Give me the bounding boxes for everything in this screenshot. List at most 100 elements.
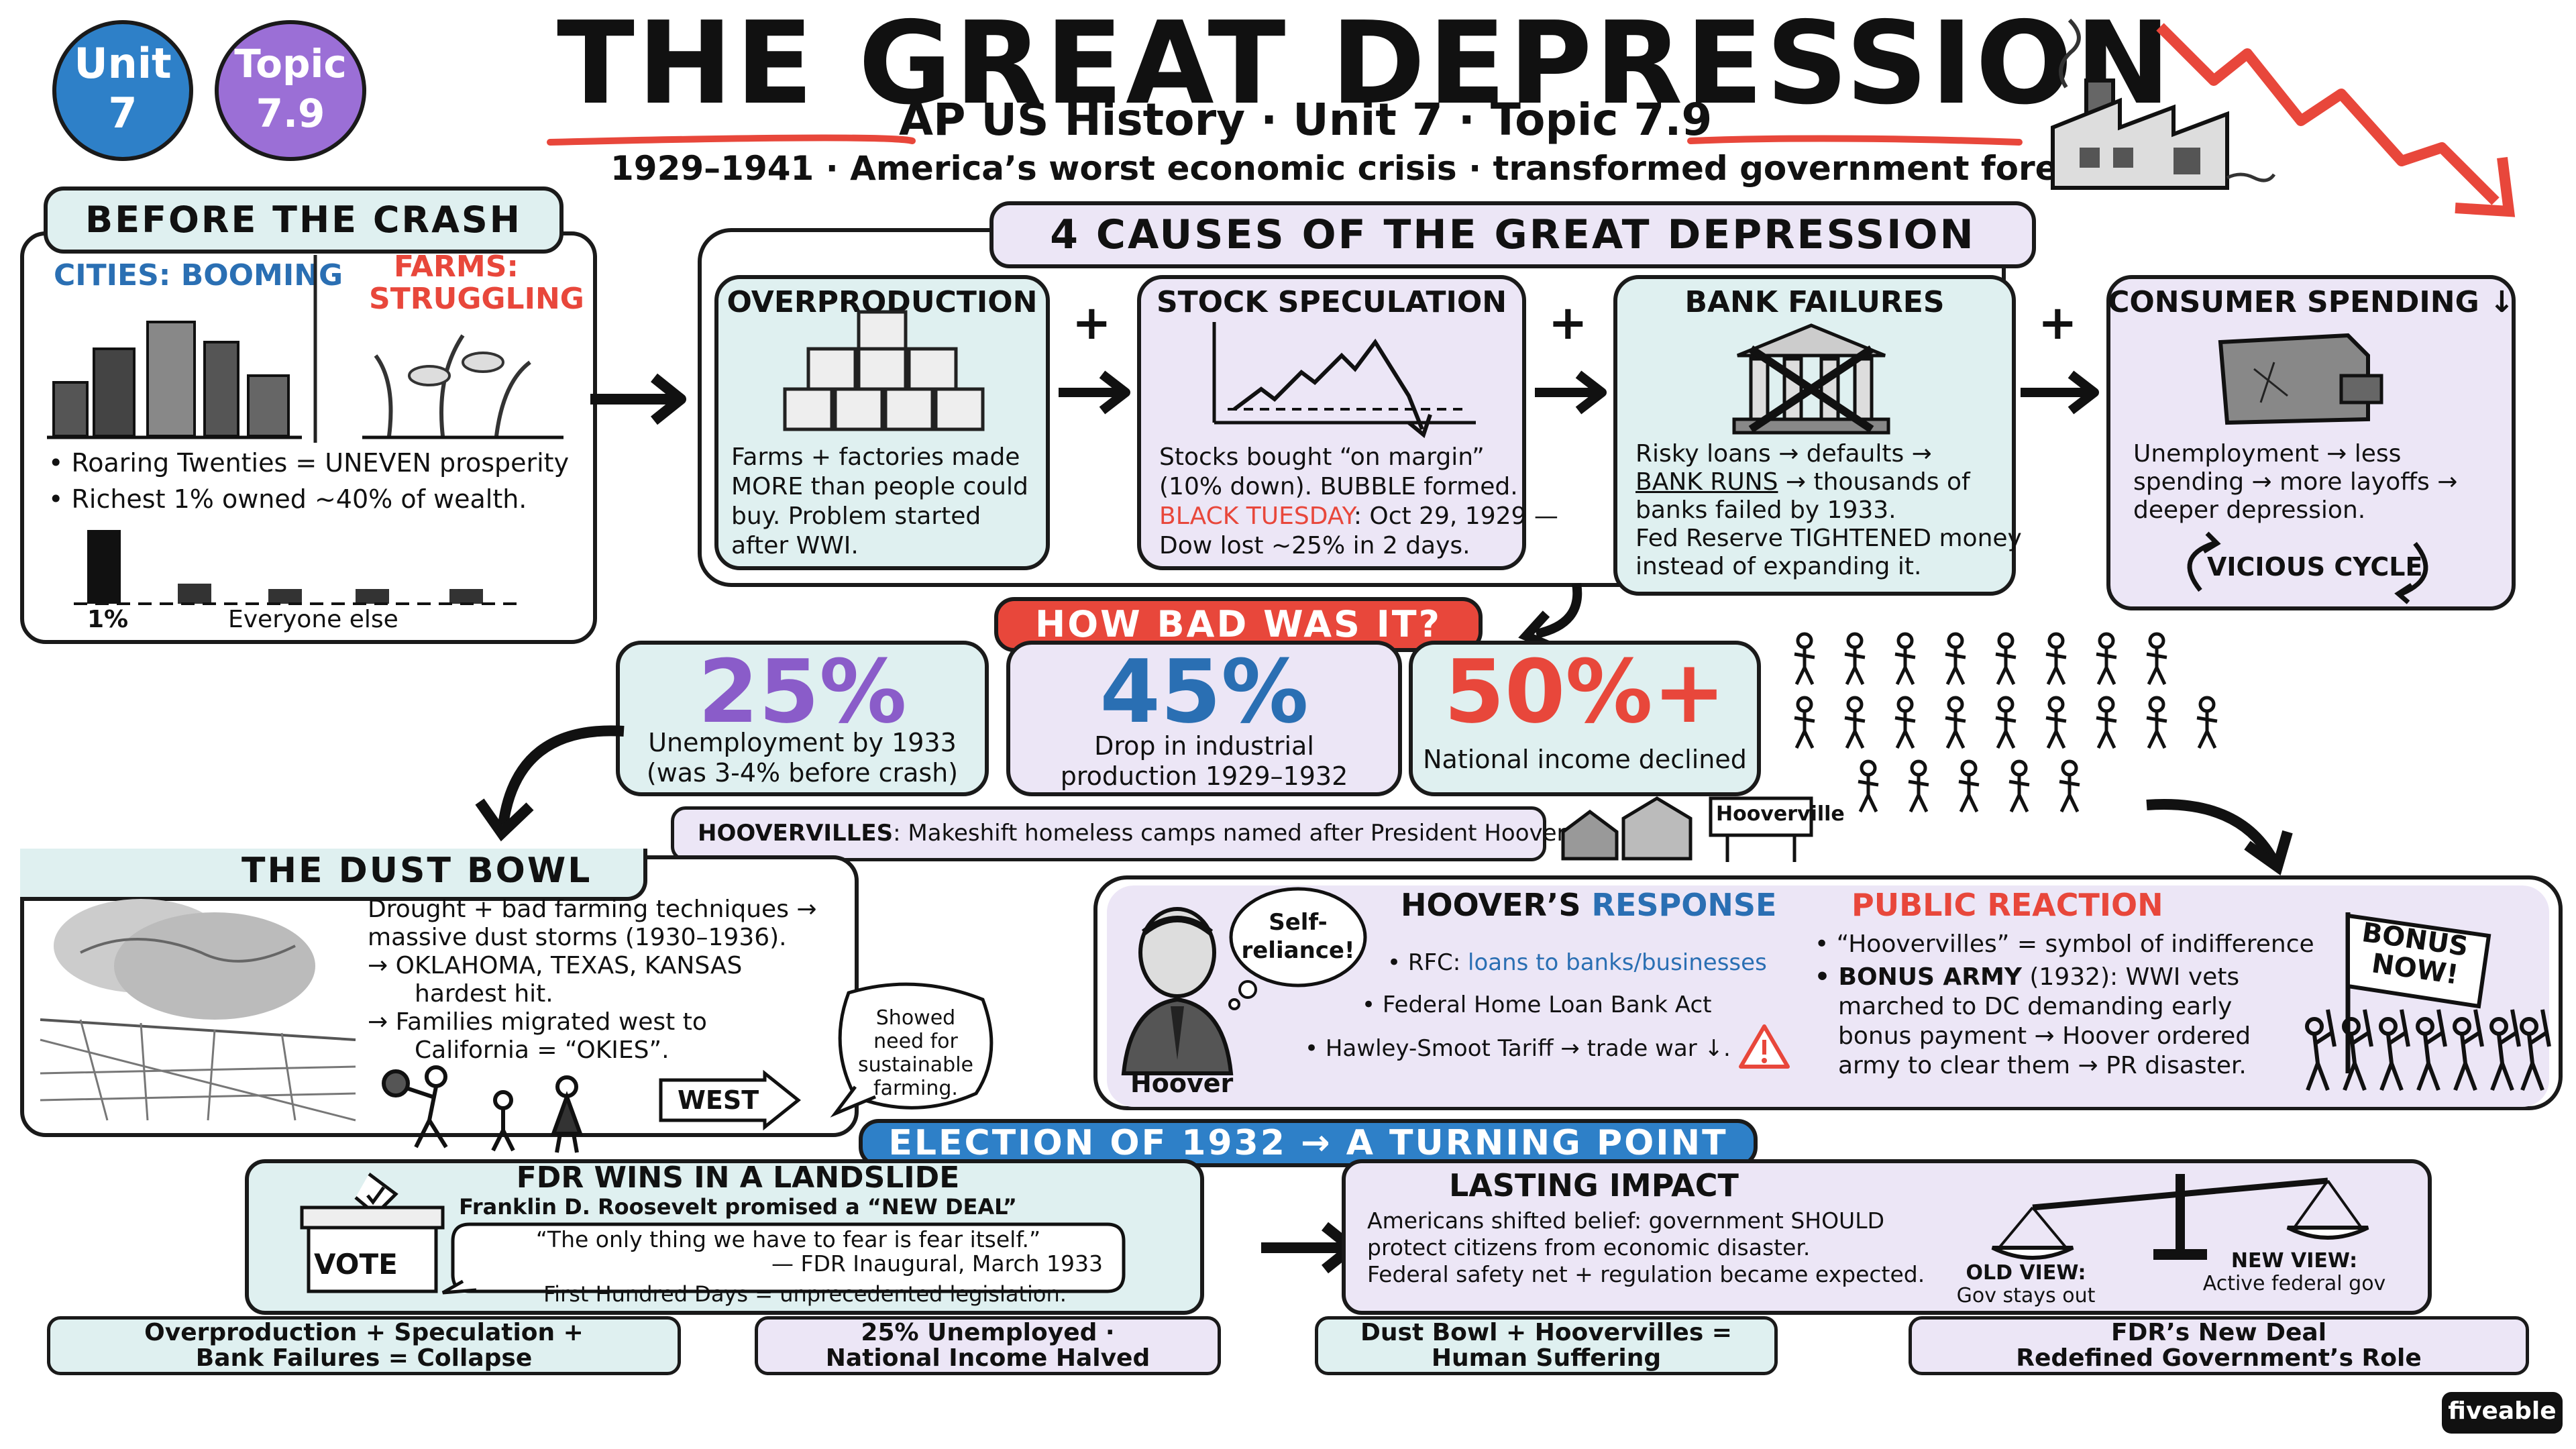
reaction-line-3: marched to DC demanding early [1838, 993, 2233, 1020]
public-reaction-header: PUBLIC REACTION [1851, 887, 2163, 923]
unit-badge: Unit 7 [52, 20, 193, 161]
tagline: 1929–1941 · America’s worst economic cri… [610, 149, 2127, 188]
crowd-icon [1791, 632, 2220, 818]
fiveable-logo-label: fiveable [2448, 1397, 2557, 1425]
black-tuesday-date: : Oct 29, 1929 — [1353, 502, 1558, 530]
hoover-response-word-1: HOOVER’S [1401, 887, 1581, 923]
fiveable-logo: fiveable [2442, 1392, 2563, 1434]
hundred-days-line: First Hundred Days = unprecedented legis… [543, 1281, 1067, 1307]
shacks-icon [1561, 796, 1813, 862]
dust-bubble-line-3: sustainable [858, 1053, 973, 1077]
dead-crops-icon [362, 334, 564, 439]
hoover-response-header: HOOVER’S RESPONSE [1401, 887, 1776, 923]
reaction-line-1: • “Hoovervilles” = symbol of indifferenc… [1815, 930, 2314, 958]
causes-header: 4 CAUSES OF THE GREAT DEPRESSION [989, 201, 2036, 268]
old-view-value: Gov stays out [1956, 1284, 2096, 1307]
consumer-line-2: spending → more layoffs → [2133, 468, 2458, 496]
overproduction-line-4: after WWI. [731, 532, 859, 559]
hoovervilles-strip [671, 806, 1546, 861]
dust-line-4: hardest hit. [415, 980, 553, 1008]
speculation-title: STOCK SPECULATION [1156, 285, 1507, 319]
bonus-army-term: • BONUS ARMY [1815, 963, 2022, 991]
title-underline [547, 134, 2023, 146]
topic-badge: Topic 7.9 [215, 20, 366, 161]
consumer-title: CONSUMER SPENDING ↓ [2108, 285, 2514, 319]
migrating-family-icon [382, 1065, 584, 1153]
summary-3-line-1: Dust Bowl + Hoovervilles = [1360, 1319, 1732, 1346]
arrow-before-to-causes [590, 373, 686, 425]
impact-text: Americans shifted belief: government SHO… [1367, 1208, 1925, 1288]
stat-unemployment [616, 641, 989, 796]
balance-scale-icon [1991, 1174, 2369, 1260]
impact-line-3: Federal safety net + regulation became e… [1367, 1261, 1925, 1287]
quote-bubble [441, 1222, 1126, 1295]
banks-line-5: instead of expanding it. [1635, 553, 1922, 580]
banks-line-4: Fed Reserve TIGHTENED money [1635, 525, 2022, 552]
plus-sign-3: + [2038, 295, 2078, 350]
dust-bubble-text: Showed need for sustainable farming. [849, 1006, 983, 1100]
thought-line-1: Self- [1269, 909, 1328, 936]
hoover-bullet-3: • Hawley-Smoot Tariff → trade war ↓. [1305, 1035, 1731, 1062]
marching-veterans-icon [2305, 1006, 2556, 1100]
bonus-flag-icon [2345, 912, 2491, 1073]
cycle-arrows-icon [2187, 531, 2428, 604]
hoover-bullet-2: • Federal Home Loan Bank Act [1362, 991, 1712, 1018]
overproduction-line-3: buy. Problem started [731, 502, 981, 530]
stat-national-income [1409, 641, 1761, 796]
stat2-value: 45% [1099, 641, 1309, 743]
banks-title: BANK FAILURES [1684, 285, 1945, 319]
hoover-bullet-1-b: loans to banks/businesses [1468, 949, 1767, 976]
cause-consumer-spending [2106, 275, 2516, 610]
speculation-line-4: Dow lost ~25% in 2 days. [1159, 532, 1470, 559]
city-skyline-icon [47, 321, 302, 439]
stock-crash-chart-icon [1212, 322, 1476, 439]
reaction-line-4: bonus payment → Hoover ordered [1838, 1022, 2251, 1050]
hoover-portrait-label: Hoover [1130, 1069, 1234, 1098]
summary-2-line-2: National Income Halved [825, 1344, 1150, 1372]
stat1-line-1: Unemployment by 1933 [648, 728, 957, 757]
plus-sign-2: + [1548, 295, 1588, 350]
summary-pill-2 [755, 1316, 1221, 1375]
overproduction-text: Farms + factories made MORE than people … [731, 443, 1028, 561]
consumer-text: Unemployment → less spending → more layo… [2133, 440, 2457, 525]
reaction-line-2: • BONUS ARMY (1932): WWI vets [1815, 963, 2239, 991]
black-tuesday-term: BLACK TUESDAY [1159, 502, 1354, 530]
hoover-bullet-1: • RFC: loans to banks/businesses [1387, 949, 1767, 976]
wealth-bar-chart [74, 530, 517, 605]
summary-pill-3 [1315, 1316, 1778, 1375]
banks-line-3: banks failed by 1933. [1635, 496, 1896, 524]
arrow-cause-1 [1059, 370, 1130, 415]
old-view-label: OLD VIEW: [1966, 1261, 2086, 1285]
speculation-line-2: (10% down). BUBBLE formed. [1159, 473, 1518, 500]
arrow-cause-2 [1535, 370, 1607, 415]
arrow-cause-3 [2021, 370, 2099, 415]
west-sign-arrow [659, 1069, 802, 1131]
hoover-response-word-2: RESPONSE [1591, 887, 1777, 923]
thought-bubble-hoover [1228, 887, 1367, 1010]
ballot-box-icon [300, 1173, 445, 1293]
plus-sign-1: + [1072, 295, 1112, 350]
dust-bowl-text: Drought + bad farming techniques → massi… [368, 896, 817, 1065]
stat2-line-2: production 1929–1932 [1060, 761, 1348, 791]
arrow-howbad-to-dustbowl [475, 725, 625, 842]
bar-label-1pct: 1% [87, 606, 129, 633]
dust-storm-icon [40, 899, 356, 1122]
dust-line-1: Drought + bad farming techniques → [368, 896, 817, 923]
before-bullet-2: • Richest 1% owned ~40% of wealth. [48, 484, 527, 514]
hooverville-sign: Hooverville [1716, 802, 1845, 826]
before-crash-header-label: BEFORE THE CRASH [85, 199, 522, 241]
fdr-quote: “The only thing we have to fear is fear … [535, 1226, 1041, 1252]
cities-label: CITIES: BOOMING [54, 258, 343, 292]
dust-bubble-line-4: farming. [873, 1077, 958, 1100]
dust-bubble-line-1: Showed [875, 1006, 956, 1030]
bank-runs-rest: → thousands of [1778, 468, 1970, 496]
before-bullet-1: • Roaring Twenties = UNEVEN prosperity [48, 448, 570, 478]
west-sign-label: WEST [678, 1085, 759, 1115]
hoovervilles-definition: : Makeshift homeless camps named after P… [893, 820, 1572, 847]
stat1-line-2: (was 3-4% before crash) [646, 758, 959, 788]
subtitle: AP US History · Unit 7 · Topic 7.9 [899, 94, 1713, 146]
banks-line-1: Risky loans → defaults → [1635, 440, 1932, 468]
dust-bowl-header-label: THE DUST BOWL [241, 851, 592, 891]
topic-badge-label: Topic 7.9 [234, 41, 347, 136]
overproduction-line-2: MORE than people could [731, 473, 1028, 500]
